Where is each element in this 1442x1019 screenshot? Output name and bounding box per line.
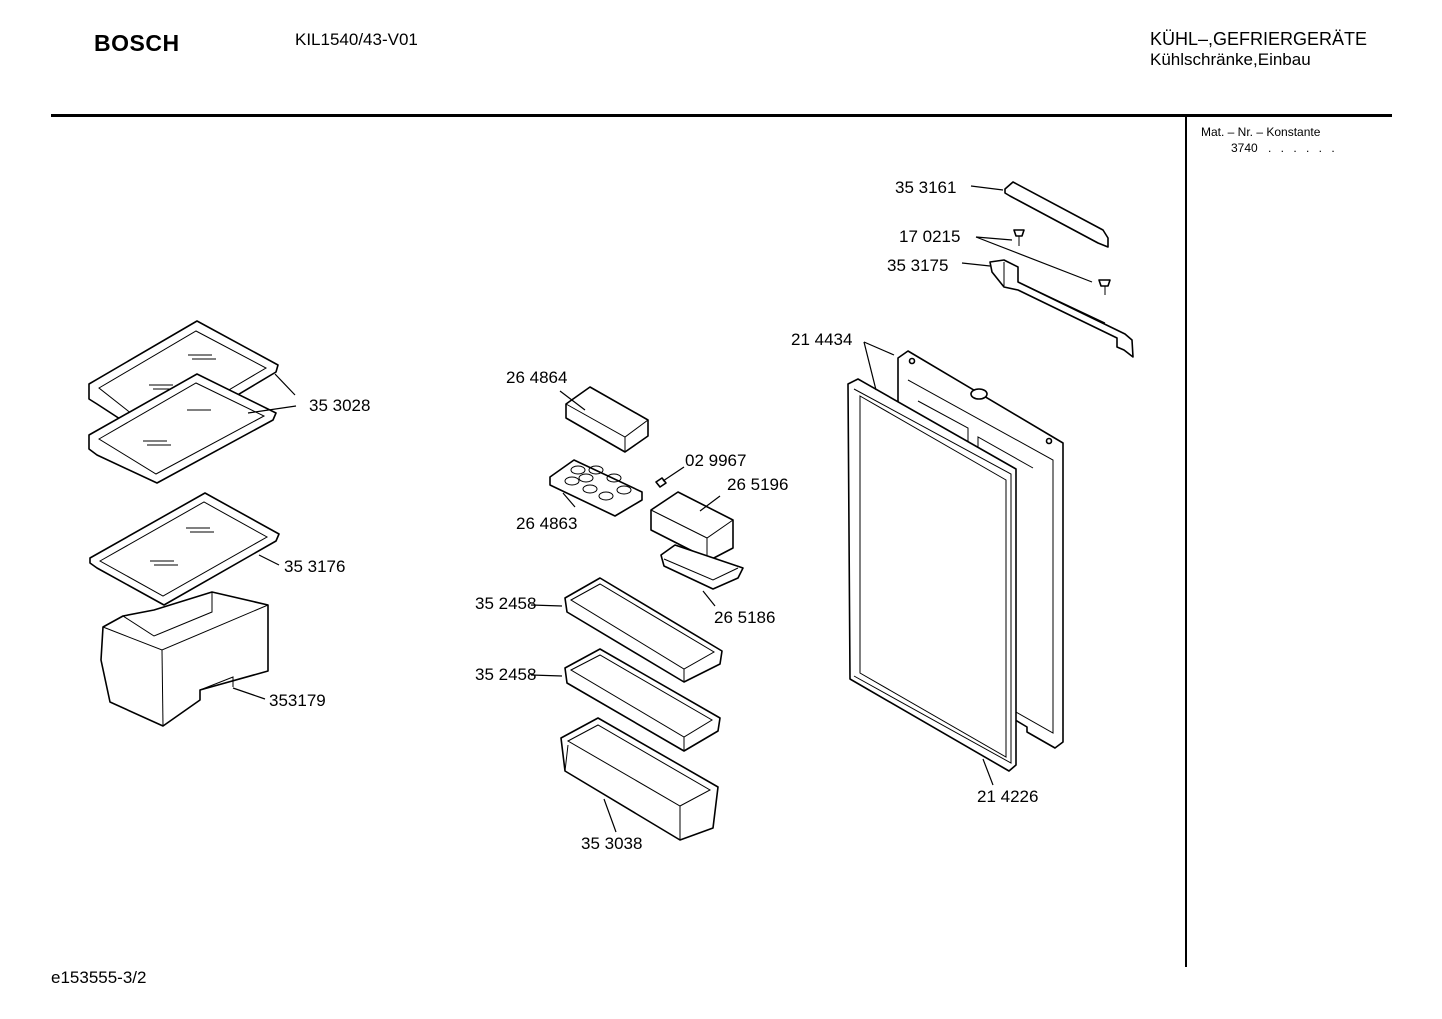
part-number: 26 5186	[714, 608, 775, 627]
part-number: 35 2458	[475, 594, 536, 613]
leader-lines	[232, 185, 1093, 833]
small-bin	[650, 491, 734, 561]
category-subtitle: Kühlschränke,Einbau	[1150, 50, 1311, 69]
door-shelf-middle	[564, 648, 721, 752]
part-number: 35 3175	[887, 256, 948, 275]
screw-icon	[1098, 279, 1111, 295]
part-number: 26 4864	[506, 368, 567, 387]
bottle-shelf	[560, 717, 719, 841]
part-number: 21 4226	[977, 787, 1038, 806]
egg-tray	[549, 459, 643, 517]
top-trim-strip	[1004, 181, 1109, 248]
butter-compartment	[565, 386, 649, 453]
part-number: 26 5196	[727, 475, 788, 494]
part-number: 17 0215	[899, 227, 960, 246]
screw-icon	[1013, 229, 1025, 246]
material-number-value: 3740	[1231, 141, 1258, 155]
drawing-code: e153555-3/2	[51, 968, 147, 987]
part-number: 353179	[269, 691, 326, 710]
side-panel-divider	[1185, 116, 1187, 967]
part-number: 26 4863	[516, 514, 577, 533]
part-number: 35 2458	[475, 665, 536, 684]
crisper-drawer	[100, 591, 269, 727]
part-number-labels: 35 3161 17 0215 35 3175 21 4434 26 4864 …	[269, 178, 1038, 853]
part-number: 21 4434	[791, 330, 852, 349]
part-number: 35 3176	[284, 557, 345, 576]
model-number: KIL1540/43-V01	[295, 30, 418, 49]
header-divider	[51, 114, 1392, 117]
door-gasket	[847, 378, 1017, 772]
material-number-dots: . . . . . .	[1268, 141, 1338, 155]
glass-shelf-lower	[89, 492, 280, 606]
bin-holder	[660, 544, 744, 590]
part-number: 35 3028	[309, 396, 370, 415]
glass-shelf-middle	[88, 373, 277, 484]
category-title: KÜHL–,GEFRIERGERÄTE	[1150, 29, 1368, 49]
material-number-label: Mat. – Nr. – Konstante	[1201, 125, 1321, 139]
part-number: 35 3161	[895, 178, 956, 197]
part-number: 02 9967	[685, 451, 746, 470]
brand-logo: BOSCH	[94, 30, 180, 56]
hinge-bracket	[989, 259, 1134, 358]
part-number: 35 3038	[581, 834, 642, 853]
door-shelf-upper	[564, 577, 723, 683]
